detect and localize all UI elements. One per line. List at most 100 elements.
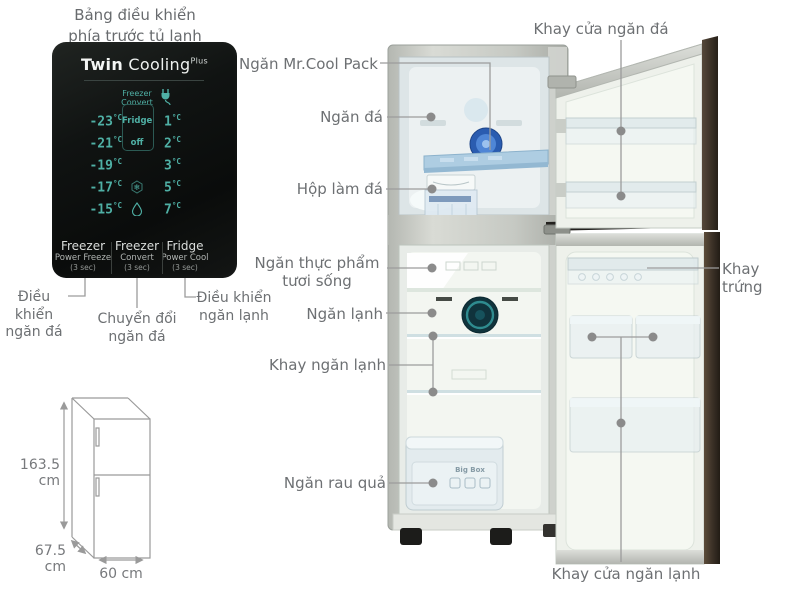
display-row: -15°C 7°C	[68, 198, 218, 220]
btn-hold: (3 sec)	[124, 263, 150, 273]
callout-dots	[426, 112, 658, 488]
cooler-door-dark-edge	[704, 232, 720, 564]
callout-panel-right	[184, 278, 196, 298]
fridge-temp: 3°C	[164, 156, 181, 174]
btn-hold: (3 sec)	[172, 263, 198, 273]
svg-text:❄: ❄	[134, 183, 141, 192]
fridge-temp: 2°C	[164, 134, 181, 152]
dim-handle-top	[95, 427, 100, 447]
label-freezer-compartment: Ngăn đá	[320, 108, 383, 126]
button-divider	[111, 242, 112, 274]
btn-hold: (3 sec)	[70, 263, 96, 273]
depth-arrow	[70, 539, 87, 555]
display-row: -21°C off 2°C	[68, 132, 218, 154]
convert-option-fridge: Fridge	[122, 116, 153, 126]
fridge-temp: 1°C	[164, 112, 181, 130]
label-mrcool-pack: Ngăn Mr.Cool Pack	[239, 55, 378, 73]
label-freezer-convert: Chuyển đổi ngăn đá	[92, 311, 182, 346]
dim-handle-bottom	[95, 477, 100, 497]
freezer-temp: -15°C	[89, 200, 122, 218]
leg-right	[490, 528, 512, 545]
drawer-label: Big Box	[455, 466, 485, 474]
brand-sup: Plus	[190, 56, 208, 66]
button-divider	[162, 242, 163, 274]
temperature-display: -23°C Fridge 1°C -21°C off 2°C -19°C 3°C…	[68, 110, 218, 220]
power-freeze-button[interactable]: Freezer Power Freeze (3 sec)	[54, 239, 112, 273]
freezer-temp: -23°C	[89, 112, 122, 130]
depth-value: 67.5 cm	[34, 543, 66, 575]
freezer-temp: -17°C	[89, 178, 122, 196]
panel-title-line1: Bảng điều khiển	[74, 6, 196, 24]
label-line: Điều khiển	[196, 290, 272, 306]
label-fresh-food: Ngăn thực phẩm tươi sống	[250, 254, 384, 291]
control-panel: Twin CoolingPlus Freezer Convert -23°C F…	[52, 42, 237, 278]
interior-mark	[451, 369, 487, 380]
label-line: Điều khiển	[14, 289, 54, 323]
power-plug-icon	[158, 88, 174, 110]
power-cool-button[interactable]: Fridge Power Cool (3 sec)	[155, 239, 215, 273]
glass-shelf-2	[407, 390, 541, 393]
fridge-temp: 7°C	[164, 200, 181, 218]
cooler-door-bottom-cap	[556, 550, 704, 564]
label-freezer-door-tray: Khay cửa ngăn đá	[533, 20, 669, 38]
convert-options-box	[122, 104, 154, 151]
label-cooler-shelves: Khay ngăn lạnh	[268, 356, 386, 374]
label-line: ngăn lạnh	[199, 307, 269, 324]
btn-name: Freezer	[114, 239, 160, 253]
brand-bold: Twin	[81, 55, 124, 74]
btn-func: Power Freeze	[54, 253, 112, 264]
freezer-temp: -19°C	[89, 156, 122, 174]
btn-name: Freezer	[60, 239, 106, 253]
convert-option-off: off	[130, 138, 144, 148]
display-row: -17°C ❄ 5°C	[68, 176, 218, 198]
fridge-temp: 5°C	[164, 178, 181, 196]
callout-panel-left	[68, 278, 86, 297]
dim-fridge-front	[93, 418, 151, 559]
callout-mrcool	[380, 62, 491, 150]
label-freezer-control: Điều khiển ngăn đá	[0, 289, 68, 342]
label-line: Chuyển đổi	[97, 311, 177, 327]
label-cooler-compartment: Ngăn lạnh	[306, 305, 383, 323]
panel-title-line2: phía trước tủ lạnh	[68, 26, 202, 45]
glass-shelf-1	[407, 334, 541, 337]
panel-buttons: Freezer Power Freeze (3 sec) Freezer Con…	[52, 239, 237, 274]
frost-emblem	[464, 98, 488, 122]
cooler-door-top-cap	[556, 234, 704, 246]
dim-fridge-3d-edges	[71, 397, 151, 559]
label-line: ngăn đá	[5, 324, 63, 340]
freezer-temp: -21°C	[89, 134, 122, 152]
kick-panel	[392, 513, 566, 531]
width-value: 60 cm	[99, 566, 143, 582]
label-egg-tray: Khay trứng	[722, 260, 763, 297]
hdr-line1: Freezer	[122, 89, 152, 98]
freezer-door-shelf-1	[565, 117, 697, 129]
fridge-illustration: Big Box	[387, 36, 720, 565]
display-row: -23°C Fridge 1°C	[68, 110, 218, 132]
water-drop-icon	[122, 202, 152, 217]
label-vegetable-drawer: Ngăn rau quả	[283, 474, 386, 492]
freezer-convert-button[interactable]: Freezer Convert (3 sec)	[109, 239, 165, 273]
label-cooler-door-tray: Khay cửa ngăn lạnh	[551, 565, 701, 583]
mid-band	[388, 215, 568, 245]
brand-regular: Cooling	[123, 55, 191, 74]
height-value: 163.5 cm	[19, 457, 60, 489]
label-line: tươi sống	[282, 272, 352, 291]
freezer-door-shelf-2	[565, 181, 697, 193]
btn-func: Power Cool	[161, 253, 209, 264]
freezer-door-dark-edge	[702, 36, 718, 230]
display-row: -19°C 3°C	[68, 154, 218, 176]
ice-maker-box	[424, 174, 478, 219]
callout-cooler-door-trays	[592, 336, 653, 562]
vegetable-drawer: Big Box	[405, 436, 504, 511]
btn-func: Convert	[120, 253, 154, 264]
dimension-diagram	[59, 397, 151, 565]
freezer-compartment	[398, 56, 550, 219]
label-line: Ngăn thực phẩm	[254, 254, 380, 272]
cooler-door	[555, 232, 720, 565]
leg-left	[400, 528, 422, 545]
label-line: ngăn đá	[108, 328, 166, 345]
hdr-line2: Convert	[121, 98, 153, 108]
freezer-door-hinge	[547, 75, 577, 89]
